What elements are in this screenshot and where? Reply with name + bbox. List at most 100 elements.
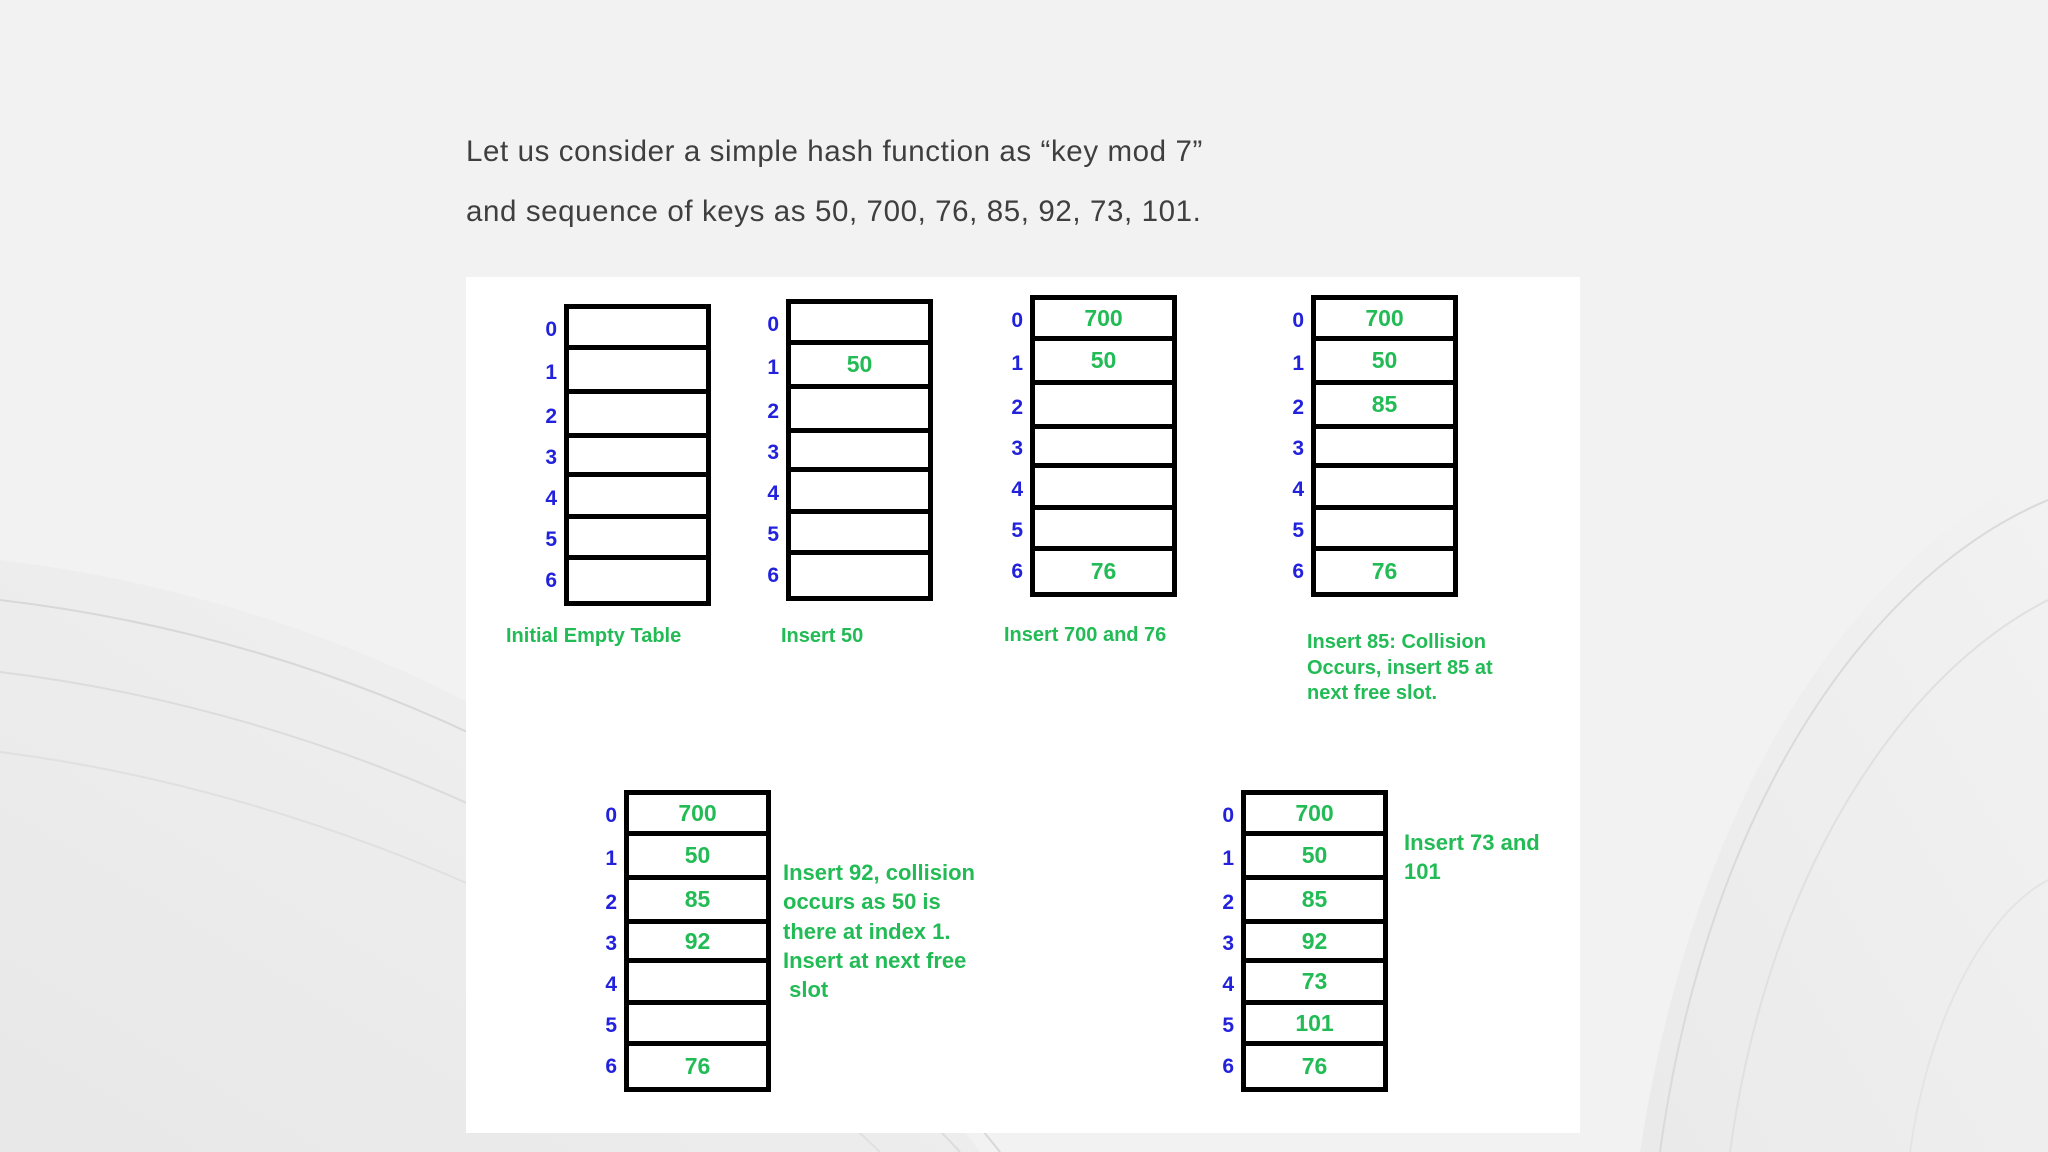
table-row: 3 92: [605, 924, 766, 963]
row-index: 2: [545, 404, 557, 428]
row-index: 6: [545, 569, 557, 592]
row-index: 5: [1222, 1014, 1234, 1037]
table-row: 6: [767, 555, 928, 596]
slot-5: [629, 1005, 766, 1046]
row-index: 2: [1222, 890, 1234, 914]
table-row: 6 76: [1011, 551, 1172, 592]
slot-2: [569, 394, 706, 438]
swoosh-line-4: [1659, 499, 2048, 1152]
table-row: 4: [545, 477, 706, 519]
swoosh-line-5: [1729, 599, 2048, 1152]
table-row: 5: [545, 519, 706, 560]
row-index: 5: [605, 1014, 617, 1037]
slot-6: 76: [1090, 558, 1117, 584]
hash-table: 0 700 1 50 2 85 3 92 4 73 5 101: [1222, 790, 1388, 1092]
row-index: 5: [545, 528, 557, 551]
table-row: 5: [1292, 510, 1453, 551]
slot-4: [629, 963, 766, 1005]
table-row: 1 50: [767, 345, 928, 389]
slot-5: [1316, 510, 1453, 551]
table-row: 0: [545, 309, 706, 350]
table-row: 2 85: [1222, 880, 1383, 924]
row-index: 4: [1292, 477, 1304, 501]
figure-caption: Insert 92, collision occurs as 50 is the…: [783, 860, 975, 1002]
table-row: 0 700: [1011, 300, 1172, 341]
table-row: 2 85: [1292, 385, 1453, 429]
table-row: 2 85: [605, 880, 766, 924]
slot-1: [569, 350, 706, 394]
table-row: 6: [545, 560, 706, 601]
slot-2: 85: [1316, 385, 1453, 429]
table-row: 5: [1011, 510, 1172, 551]
table-row: 1 50: [1011, 341, 1172, 385]
slot-0: 700: [1316, 300, 1453, 341]
hash-table-figure-insert-50: 0 1 50 2 3 4 5: [767, 299, 933, 647]
row-index: 1: [1011, 351, 1023, 375]
row-index: 0: [1011, 309, 1023, 332]
row-index: 3: [767, 441, 779, 464]
diagram-panel: 0 1 2 3 4 5 6: [466, 277, 1580, 1133]
slot-3: 92: [629, 924, 766, 963]
row-index: 4: [545, 486, 557, 510]
table-row: 0: [767, 304, 928, 345]
table-row: 1: [545, 350, 706, 394]
slot-5: [569, 519, 706, 560]
row-index: 1: [1222, 846, 1234, 870]
figure-caption: Insert 50: [781, 625, 864, 647]
slot-3: [569, 438, 706, 477]
figure-caption: Insert 73 and 101: [1404, 830, 1540, 885]
row-index: 4: [767, 481, 779, 505]
slot-3: [1035, 429, 1172, 468]
row-index: 2: [1011, 395, 1023, 419]
table-row: 3: [1011, 429, 1172, 468]
slot-6: 76: [684, 1053, 711, 1079]
slot-5: [1035, 510, 1172, 551]
slot-0: 700: [1246, 795, 1383, 836]
table-row: 5: [605, 1005, 766, 1046]
row-index: 5: [767, 523, 779, 546]
row-index: 1: [767, 355, 779, 379]
table-row: 2: [767, 389, 928, 433]
table-row: 3: [767, 433, 928, 472]
slot-6: [791, 555, 928, 596]
slot-6: [569, 560, 706, 601]
row-index: 1: [1292, 351, 1304, 375]
figure-caption: Insert 700 and 76: [1004, 624, 1167, 646]
slot-0: 700: [629, 795, 766, 836]
slot-4: 73: [1246, 963, 1383, 1005]
table-row: 4 73: [1222, 963, 1383, 1005]
row-index: 4: [605, 972, 617, 996]
row-index: 3: [545, 446, 557, 469]
hash-table-figure-insert-85: 0 700 1 50 2 85 3 4 5: [1292, 295, 1493, 704]
row-index: 0: [605, 804, 617, 827]
hash-table: 0 700 1 50 2 85 3 4 5: [1292, 295, 1458, 597]
table-row: 1 50: [605, 836, 766, 880]
table-row: 2: [545, 394, 706, 438]
slot-4: [791, 472, 928, 514]
row-index: 0: [1292, 309, 1304, 332]
table-row: 0 700: [605, 795, 766, 836]
slot-0: [569, 309, 706, 350]
table-row: 2: [1011, 385, 1172, 429]
table-row: 0 700: [1222, 795, 1383, 836]
row-index: 5: [1292, 519, 1304, 542]
row-index: 1: [545, 360, 557, 384]
slot-3: [1316, 429, 1453, 468]
slot-6: 76: [1371, 558, 1398, 584]
hash-table: 0 1 2 3 4 5 6: [545, 304, 711, 606]
row-index: 1: [605, 846, 617, 870]
slot-2: 85: [1246, 880, 1383, 924]
row-index: 3: [1011, 437, 1023, 460]
slot-2: [1035, 385, 1172, 429]
hash-table: 0 1 50 2 3 4 5: [767, 299, 933, 601]
slot-1: 50: [1246, 836, 1383, 880]
hash-table-figure-insert-92: 0 700 1 50 2 85 3 92 4 5: [605, 790, 975, 1092]
table-row: 3: [1292, 429, 1453, 468]
row-index: 6: [1292, 560, 1304, 583]
hash-table: 0 700 1 50 2 85 3 92 4 5: [605, 790, 771, 1092]
page-title: Let us consider a simple hash function a…: [466, 135, 1203, 228]
table-row: 4: [767, 472, 928, 514]
row-index: 2: [605, 890, 617, 914]
slot-4: [1316, 468, 1453, 510]
table-row: 6 76: [605, 1046, 766, 1087]
